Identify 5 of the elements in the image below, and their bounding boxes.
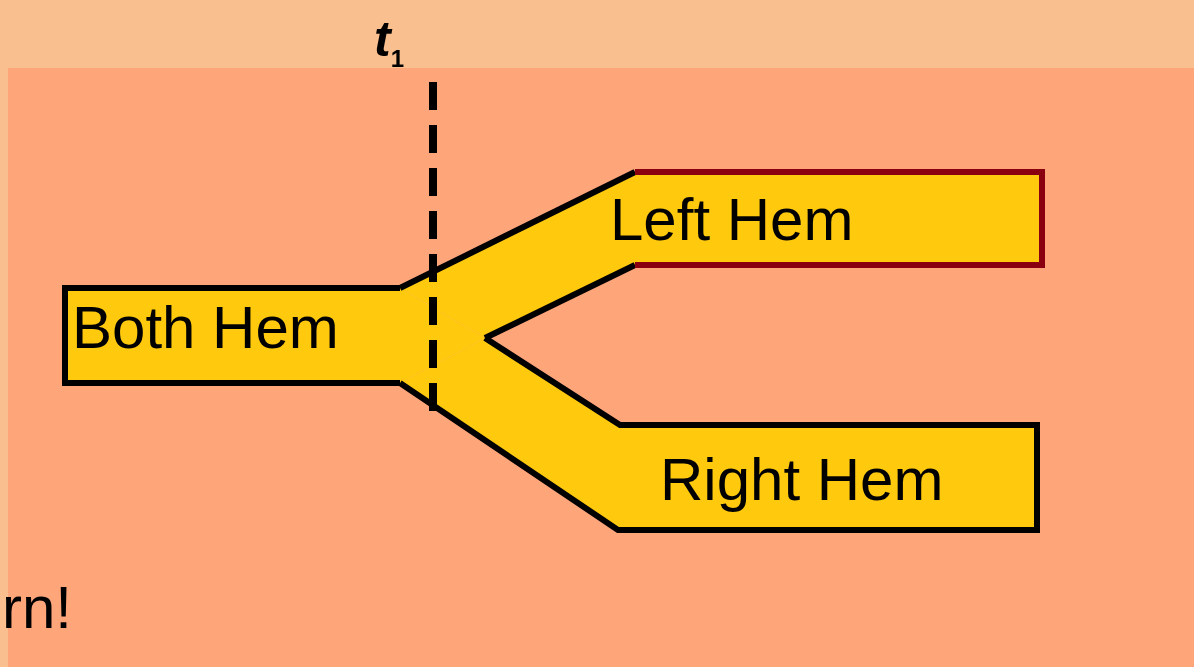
time-label: t$_{1}$ bbox=[374, 14, 404, 71]
cut-off-text: rn! bbox=[2, 578, 73, 638]
band-label: Left Hem bbox=[610, 190, 854, 250]
band-label: Right Hem bbox=[660, 450, 944, 510]
band-label: Both Hem bbox=[72, 298, 339, 358]
